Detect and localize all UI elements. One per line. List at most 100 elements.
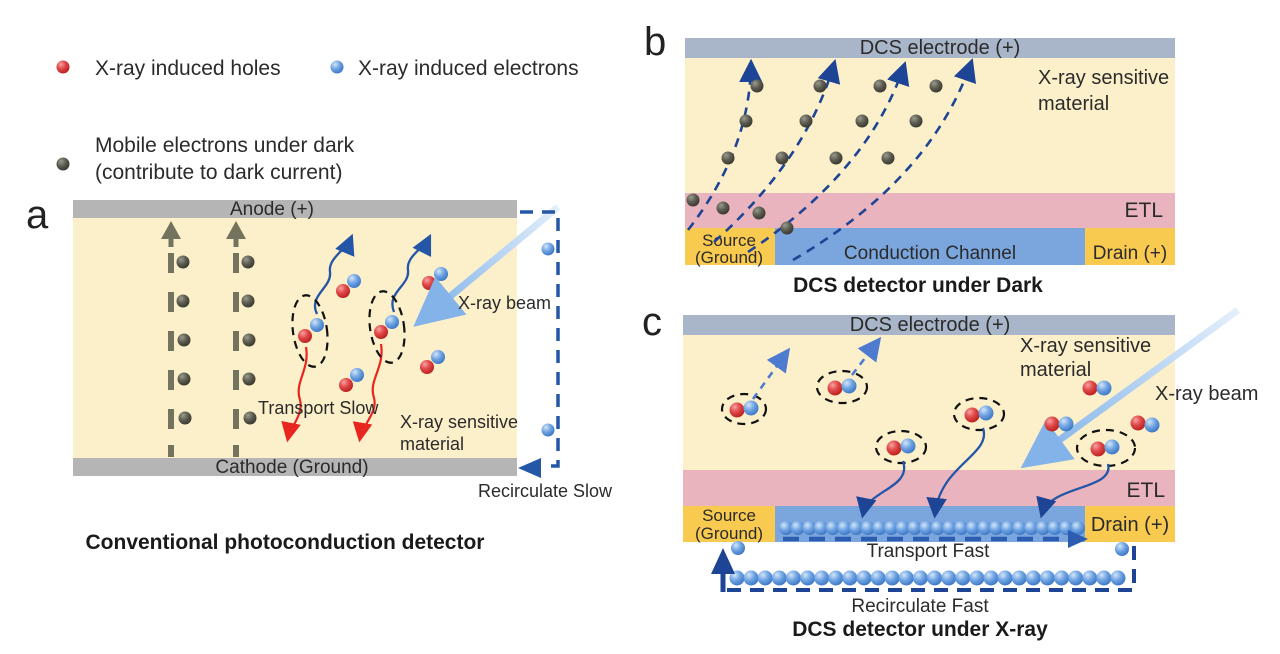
legend: X-ray induced holes X-ray induced electr… — [56, 57, 579, 184]
electron-ball — [729, 570, 745, 586]
material-label-line1: X-ray sensitive — [1020, 335, 1151, 357]
electron-ball — [969, 570, 985, 586]
recirculate-up-arrow-shaft — [720, 570, 726, 592]
electron-ball — [1047, 521, 1062, 535]
material-label-line1: X-ray sensitive — [400, 412, 518, 432]
electron-ball-icon — [330, 60, 344, 74]
electron-ball — [814, 521, 828, 535]
drain-contact — [1085, 228, 1175, 265]
electron-ball — [757, 570, 773, 586]
electron-ball — [825, 521, 840, 535]
electron-ball — [954, 521, 969, 535]
panel-c-caption: DCS detector under X-ray — [792, 618, 1048, 641]
pair-ellipse — [368, 290, 406, 364]
dcs-electrode — [683, 315, 1175, 335]
source-label-line2: (Ground) — [695, 248, 763, 267]
panel-a-caption: Conventional photoconduction detector — [86, 531, 485, 554]
dark-current-column-right — [226, 221, 246, 457]
transport-slow-label: Transport Slow — [258, 398, 379, 418]
material-label-line2: material — [1038, 93, 1109, 115]
electron-ball — [1071, 521, 1085, 535]
electron-ball — [790, 521, 805, 535]
source-label-line1: Source — [702, 231, 756, 250]
electron-to-channel-arrows — [856, 427, 1110, 519]
panel-b-caption: DCS detector under Dark — [793, 274, 1043, 297]
electron-ball — [1110, 570, 1126, 586]
channel-electron-row — [779, 521, 1085, 535]
hole-ball-icon — [56, 60, 70, 74]
electron-ball — [802, 521, 817, 535]
hole-transport-arrow — [281, 346, 308, 443]
electron-ball — [1000, 521, 1015, 535]
recirculate-path — [520, 210, 560, 468]
electron-ball — [800, 570, 816, 586]
electron-ball — [771, 570, 787, 586]
source-label-line2: (Ground) — [695, 524, 763, 543]
dcs-electrode-label: DCS electrode (+) — [850, 314, 1011, 336]
electron-ball — [743, 570, 759, 586]
electron-ball — [912, 570, 928, 586]
panel-b-label: b — [644, 20, 666, 64]
electron-ball — [870, 570, 886, 586]
conduction-channel — [775, 228, 1085, 265]
anode-electrode — [73, 200, 517, 218]
electron-ball — [919, 521, 934, 535]
material-label-line2: material — [400, 434, 464, 454]
electron-ball — [977, 521, 992, 535]
drain-contact — [1085, 506, 1175, 542]
electron-ball — [842, 570, 858, 586]
electron-ball — [942, 521, 957, 535]
etl-layer — [685, 193, 1175, 228]
xray-beam-label: X-ray beam — [458, 293, 551, 313]
anode-label: Anode (+) — [230, 199, 314, 220]
hole-transport-arrow — [352, 343, 383, 443]
recirculate-electron-row — [729, 570, 1126, 586]
dark-current-column-left — [161, 221, 181, 457]
electron-ball — [856, 570, 872, 586]
electron-ball — [989, 521, 1004, 535]
electron-ball — [1096, 570, 1112, 586]
xray-beam-arrow — [1020, 307, 1241, 469]
etl-layer — [683, 470, 1175, 506]
electron-ball — [849, 521, 864, 535]
recirculate-slow-label: Recirculate Slow — [478, 481, 613, 501]
electron-ball — [860, 521, 875, 535]
dark-current-dots-left — [176, 255, 192, 425]
panel-c-label: c — [642, 300, 662, 344]
etl-label: ETL — [1124, 199, 1163, 222]
panel-a: a Anode (+) Cathode (Ground) — [26, 193, 613, 554]
electron-ball — [927, 570, 943, 586]
electron-ball — [814, 570, 830, 586]
panel-c: c DCS electrode (+) X-ray sensitive mate… — [642, 300, 1258, 641]
electron-ball — [884, 570, 900, 586]
electron-ball — [1036, 521, 1050, 535]
electron-ball — [898, 570, 914, 586]
material-label-line2: material — [1020, 359, 1091, 381]
electron-ball — [1068, 570, 1084, 586]
electron-ball — [1115, 542, 1129, 556]
pair-ellipse — [291, 294, 329, 368]
recirculate-arrowhead-icon — [518, 458, 541, 478]
electron-ball — [983, 570, 999, 586]
electron-ball — [1025, 570, 1041, 586]
xray-material-layer — [685, 58, 1175, 193]
etl-label: ETL — [1126, 479, 1165, 502]
electron-ball — [884, 521, 899, 535]
drain-label: Drain (+) — [1091, 514, 1169, 536]
electron-ball — [965, 521, 980, 535]
xray-beam-label: X-ray beam — [1155, 383, 1258, 405]
electron-ball — [1039, 570, 1055, 586]
source-contact — [685, 228, 775, 265]
cathode-label: Cathode (Ground) — [215, 457, 368, 478]
electron-ball — [1082, 570, 1098, 586]
dark-electron-dots — [686, 79, 943, 235]
dark-electron-ball-icon — [56, 157, 70, 171]
electron-ball — [541, 242, 555, 256]
recirculate-fast-label: Recirculate Fast — [851, 596, 989, 617]
legend-dark-line2: (contribute to dark current) — [95, 161, 342, 184]
dcs-electrode-label: DCS electrode (+) — [860, 37, 1021, 59]
electron-ball — [895, 521, 910, 535]
dark-current-dots-right — [241, 255, 257, 425]
transport-fast-label: Transport Fast — [867, 541, 991, 562]
